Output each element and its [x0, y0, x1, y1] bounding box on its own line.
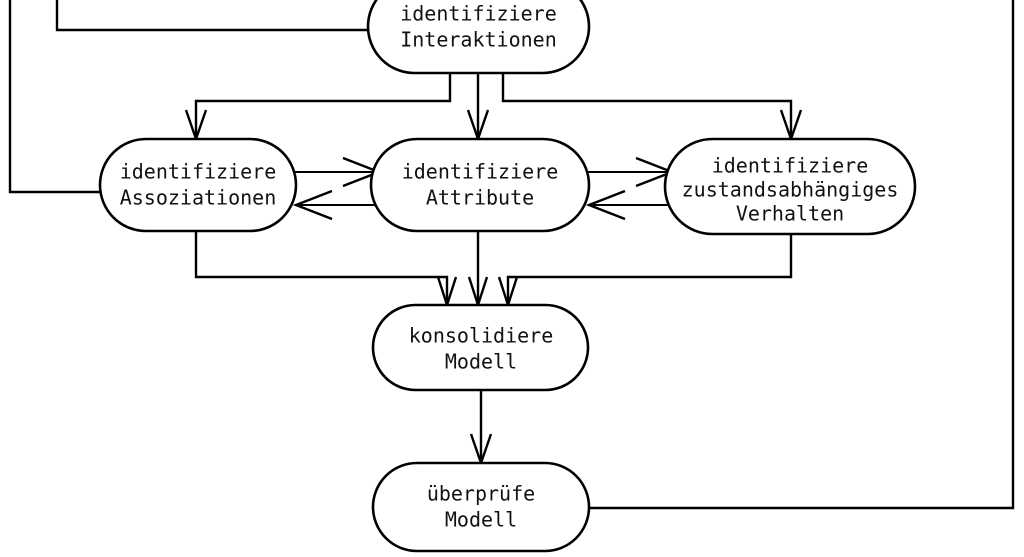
node-label-assoziationen-line2: Assoziationen [120, 186, 277, 210]
node-identifiziere-interaktionen[interactable]: identifiziere Interaktionen [366, 0, 591, 75]
node-shape-ueberpruefe [371, 461, 591, 553]
edge-offscreen-left-to-assoziationen [8, 0, 104, 194]
edge-ueberpruefe-feedback-right [589, 0, 1015, 510]
node-label-assoziationen-line1: identifiziere [120, 160, 277, 184]
node-shape-verhalten [663, 137, 917, 236]
node-ueberpruefe-modell[interactable]: überprüfe Modell [371, 461, 591, 553]
node-label-attribute-line1: identifiziere [402, 160, 559, 184]
arrowhead-verhalten-to-attribute [585, 189, 626, 221]
edge-interaktionen-to-assoziationen [194, 73, 452, 136]
node-identifiziere-zustandsabhaengiges-verhalten[interactable]: identifiziere zustandsabhängiges Verhalt… [663, 137, 917, 236]
node-layer: identifiziere Interaktionen identifizier… [98, 0, 917, 553]
node-label-ueberpruefe-line1: überprüfe [427, 482, 535, 506]
node-shape-assoziationen [98, 137, 298, 233]
node-label-verhalten-line3: Verhalten [736, 202, 844, 226]
edge-layer [8, 0, 1015, 510]
edge-verhalten-to-konsolidiere [506, 234, 793, 302]
node-konsolidiere-modell[interactable]: konsolidiere Modell [371, 303, 590, 392]
node-shape-konsolidiere [371, 303, 590, 392]
node-shape-attribute [369, 137, 591, 233]
arrowhead-attribute-to-assoziationen [292, 189, 333, 221]
node-label-verhalten-line1: identifiziere [712, 154, 869, 178]
edge-assoziationen-to-konsolidiere [194, 231, 449, 302]
node-identifiziere-attribute[interactable]: identifiziere Attribute [369, 137, 591, 233]
node-label-konsolidiere-line2: Modell [445, 350, 517, 374]
node-label-attribute-line2: Attribute [426, 186, 534, 210]
node-identifiziere-assoziationen[interactable]: identifiziere Assoziationen [98, 137, 298, 233]
node-shape-interaktionen [366, 0, 591, 75]
edge-interaktionen-feedback-left [55, 0, 368, 32]
node-label-konsolidiere-line1: konsolidiere [409, 324, 554, 348]
node-label-verhalten-line2: zustandsabhängiges [682, 178, 899, 202]
node-label-interaktionen-line2: Interaktionen [400, 28, 557, 52]
node-label-ueberpruefe-line2: Modell [445, 508, 517, 532]
edge-interaktionen-to-verhalten [501, 73, 793, 136]
node-label-interaktionen-line1: identifiziere [400, 2, 557, 26]
